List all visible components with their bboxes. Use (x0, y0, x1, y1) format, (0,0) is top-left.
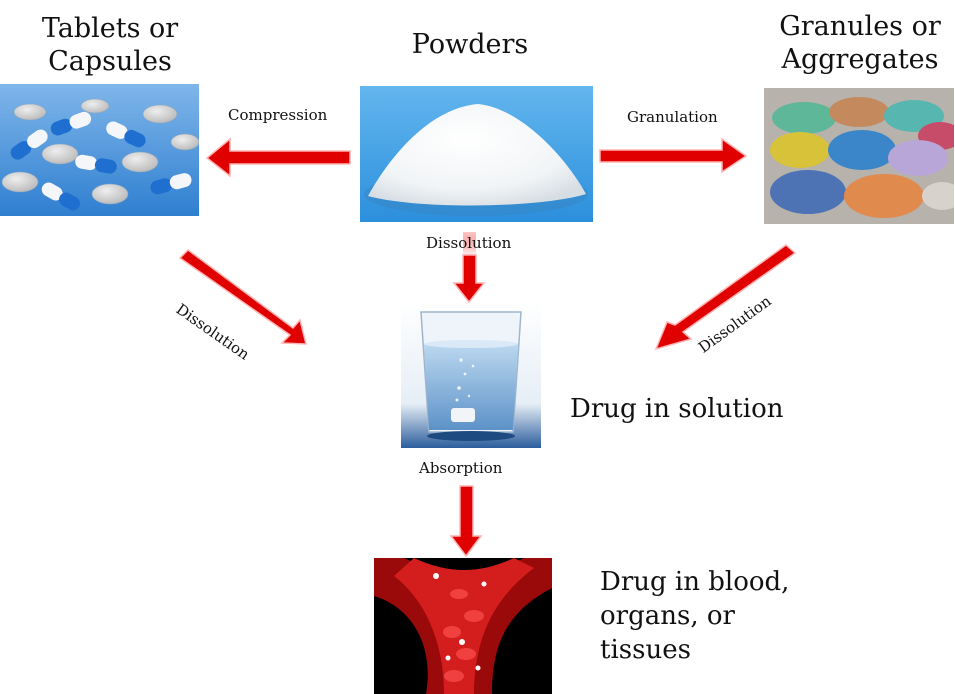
blood-vessel-image (374, 558, 552, 694)
granules-aggregates-label: Granules or Aggregates (779, 11, 941, 75)
tablets-capsules-image (0, 84, 199, 216)
drug-in-solution-label: Drug in solution (570, 394, 784, 424)
tablets-capsules-label: Tablets or Capsules (41, 13, 179, 77)
dissolution-right-label: Dissolution (695, 291, 775, 357)
granulation-arrow (599, 137, 748, 174)
dissolution-left-label: Dissolution (172, 300, 253, 364)
granules-image (764, 88, 954, 224)
compression-label: Compression (228, 106, 328, 124)
dissolution-center-label: Dissolution (426, 234, 512, 252)
dissolution-center-arrow (452, 254, 486, 304)
drug-solution-glass-image (401, 300, 541, 448)
drug-in-blood-label: Drug in blood, organs, or tissues (600, 567, 790, 665)
absorption-arrow (449, 485, 483, 558)
compression-arrow (205, 137, 351, 178)
absorption-label: Absorption (419, 459, 503, 477)
powder-image (360, 86, 593, 222)
granulation-label: Granulation (627, 108, 718, 126)
powders-label: Powders (411, 29, 529, 60)
